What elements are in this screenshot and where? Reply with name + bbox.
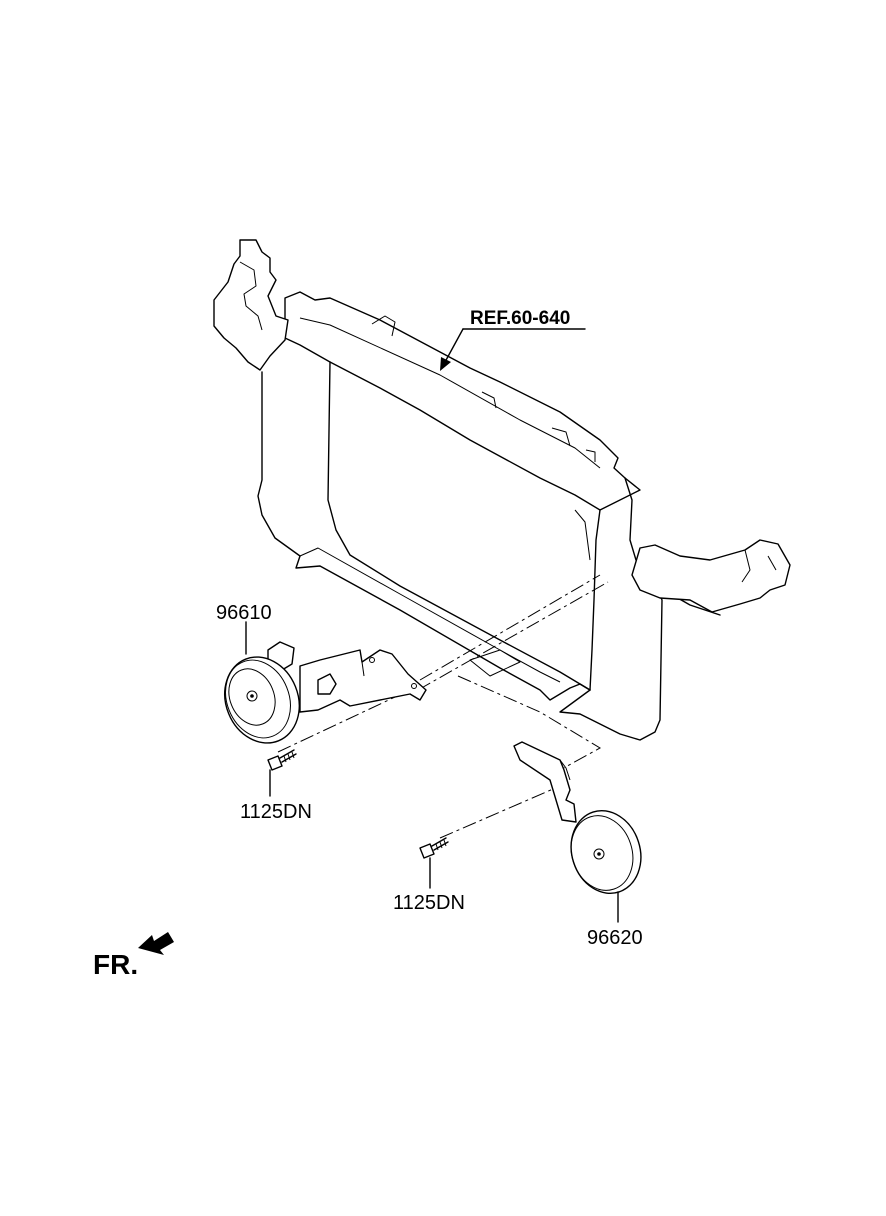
reference-label: REF.60-640 [470, 308, 571, 329]
radiator-support-carrier [213, 239, 791, 741]
front-direction-label: FR. [93, 949, 139, 980]
assembly-centerlines [277, 574, 609, 839]
part-number-horn-right: 96620 [587, 927, 643, 949]
horn-96620 [513, 741, 642, 923]
part-number-bolt-right: 1125DN [393, 892, 465, 914]
bolt-1125dn-left [267, 749, 297, 797]
part-number-horn-left: 96610 [216, 602, 272, 624]
horn-96610 [224, 621, 427, 744]
front-direction-arrow-icon [138, 932, 174, 955]
reference-leader [440, 328, 586, 371]
bolt-1125dn-right [419, 837, 449, 889]
part-number-bolt-left: 1125DN [240, 801, 312, 823]
